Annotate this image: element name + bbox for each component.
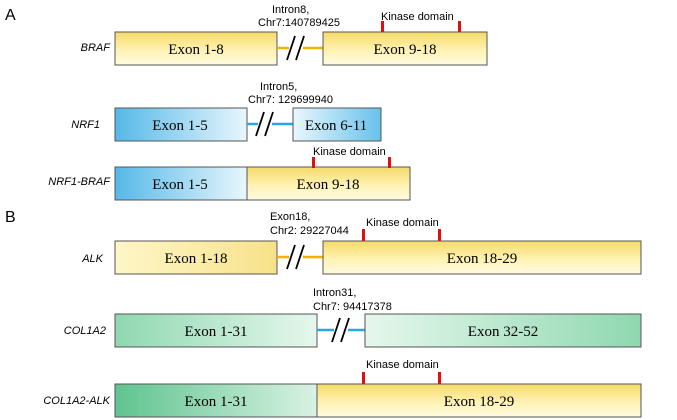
col1a2-alk-row: COL1A2-ALK Exon 1-31 Exon 18-29 Kinase d… xyxy=(43,359,642,418)
col1a2-exon-right-label: Exon 32-52 xyxy=(468,324,538,340)
gene-label-nrf1-braf: NRF1-BRAF xyxy=(48,176,111,188)
nrf1-exon-left-label: Exon 1-5 xyxy=(152,118,207,134)
panel-label-a: A xyxy=(5,7,16,24)
col1a2-alk-kinase-end-marker xyxy=(438,372,441,384)
col1a2-break-mark xyxy=(331,317,350,343)
braf-row: BRAF Exon 1-8 Exon 9-18 Intron8, Chr7:14… xyxy=(81,4,488,66)
alk-kinase-end-marker xyxy=(438,229,441,241)
col1a2-exon-left-label: Exon 1-31 xyxy=(185,324,248,340)
nrf1-braf-kinase-start-marker xyxy=(312,157,315,168)
nrf1-braf-kinase-end-marker xyxy=(388,157,391,168)
alk-row: ALK Exon 1-18 Exon 18-29 Exon18, Chr2: 2… xyxy=(81,211,642,275)
alk-breakpoint-line1: Exon18, xyxy=(270,211,310,223)
nrf1-exon-right-box xyxy=(292,107,382,142)
braf-exon-left-label: Exon 1-8 xyxy=(168,42,223,58)
nrf1-braf-row: NRF1-BRAF Exon 1-5 Exon 9-18 Kinase doma… xyxy=(48,146,411,201)
alk-break-mark xyxy=(286,244,305,270)
braf-kinase-domain-label: Kinase domain xyxy=(381,11,454,23)
alk-exon-left-label: Exon 1-18 xyxy=(165,251,228,267)
gene-label-col1a2: COL1A2 xyxy=(64,325,106,337)
col1a2-breakpoint-line1: Intron31, xyxy=(313,287,356,299)
nrf1-braf-exon-left-label: Exon 1-5 xyxy=(152,177,207,193)
col1a2-breakpoint-line2: Chr7: 94417378 xyxy=(313,301,392,313)
col1a2-row: COL1A2 Exon 1-31 Exon 32-52 Intron31, Ch… xyxy=(64,287,642,348)
nrf1-breakpoint-line2: Chr7: 129699940 xyxy=(248,94,333,106)
nrf1-braf-kinase-domain-label: Kinase domain xyxy=(313,146,386,158)
gene-label-alk: ALK xyxy=(81,253,103,265)
col1a2-alk-kinase-start-marker xyxy=(362,372,365,384)
braf-kinase-end-marker xyxy=(458,21,461,32)
braf-exon-left-box xyxy=(114,31,278,66)
braf-exon-right-box xyxy=(322,31,488,66)
alk-exon-right-box xyxy=(322,240,642,275)
gene-label-col1a2-alk: COL1A2-ALK xyxy=(43,395,110,407)
alk-exon-right-label: Exon 18-29 xyxy=(447,251,517,267)
nrf1-break-mark xyxy=(255,111,274,137)
braf-exon-right-label: Exon 9-18 xyxy=(374,42,437,58)
nrf1-braf-exon-right-box xyxy=(246,166,411,201)
gene-label-nrf1: NRF1 xyxy=(71,119,100,131)
gene-label-braf: BRAF xyxy=(81,42,112,54)
col1a2-alk-exon-left-box xyxy=(114,383,318,418)
braf-breakpoint-line1: Intron8, xyxy=(272,4,309,16)
braf-breakpoint-line2: Chr7:140789425 xyxy=(258,17,340,29)
col1a2-alk-exon-right-box xyxy=(316,383,642,418)
nrf1-row: NRF1 Exon 1-5 Exon 6-11 Intron5, Chr7: 1… xyxy=(71,81,382,142)
col1a2-exon-right-box xyxy=(364,313,642,348)
nrf1-exon-left-box xyxy=(114,107,248,142)
col1a2-alk-exon-left-label: Exon 1-31 xyxy=(185,394,248,410)
col1a2-alk-exon-right-label: Exon 18-29 xyxy=(444,394,514,410)
braf-break-mark xyxy=(286,35,305,61)
alk-breakpoint-line2: Chr2: 29227044 xyxy=(270,225,349,237)
col1a2-alk-kinase-domain-label: Kinase domain xyxy=(366,359,439,371)
alk-kinase-domain-label: Kinase domain xyxy=(366,217,439,229)
nrf1-exon-right-label: Exon 6-11 xyxy=(305,118,367,134)
braf-kinase-start-marker xyxy=(381,21,384,32)
panel-label-b: B xyxy=(5,209,16,226)
alk-kinase-start-marker xyxy=(362,229,365,241)
nrf1-braf-exon-right-label: Exon 9-18 xyxy=(297,177,360,193)
nrf1-breakpoint-line1: Intron5, xyxy=(260,81,297,93)
